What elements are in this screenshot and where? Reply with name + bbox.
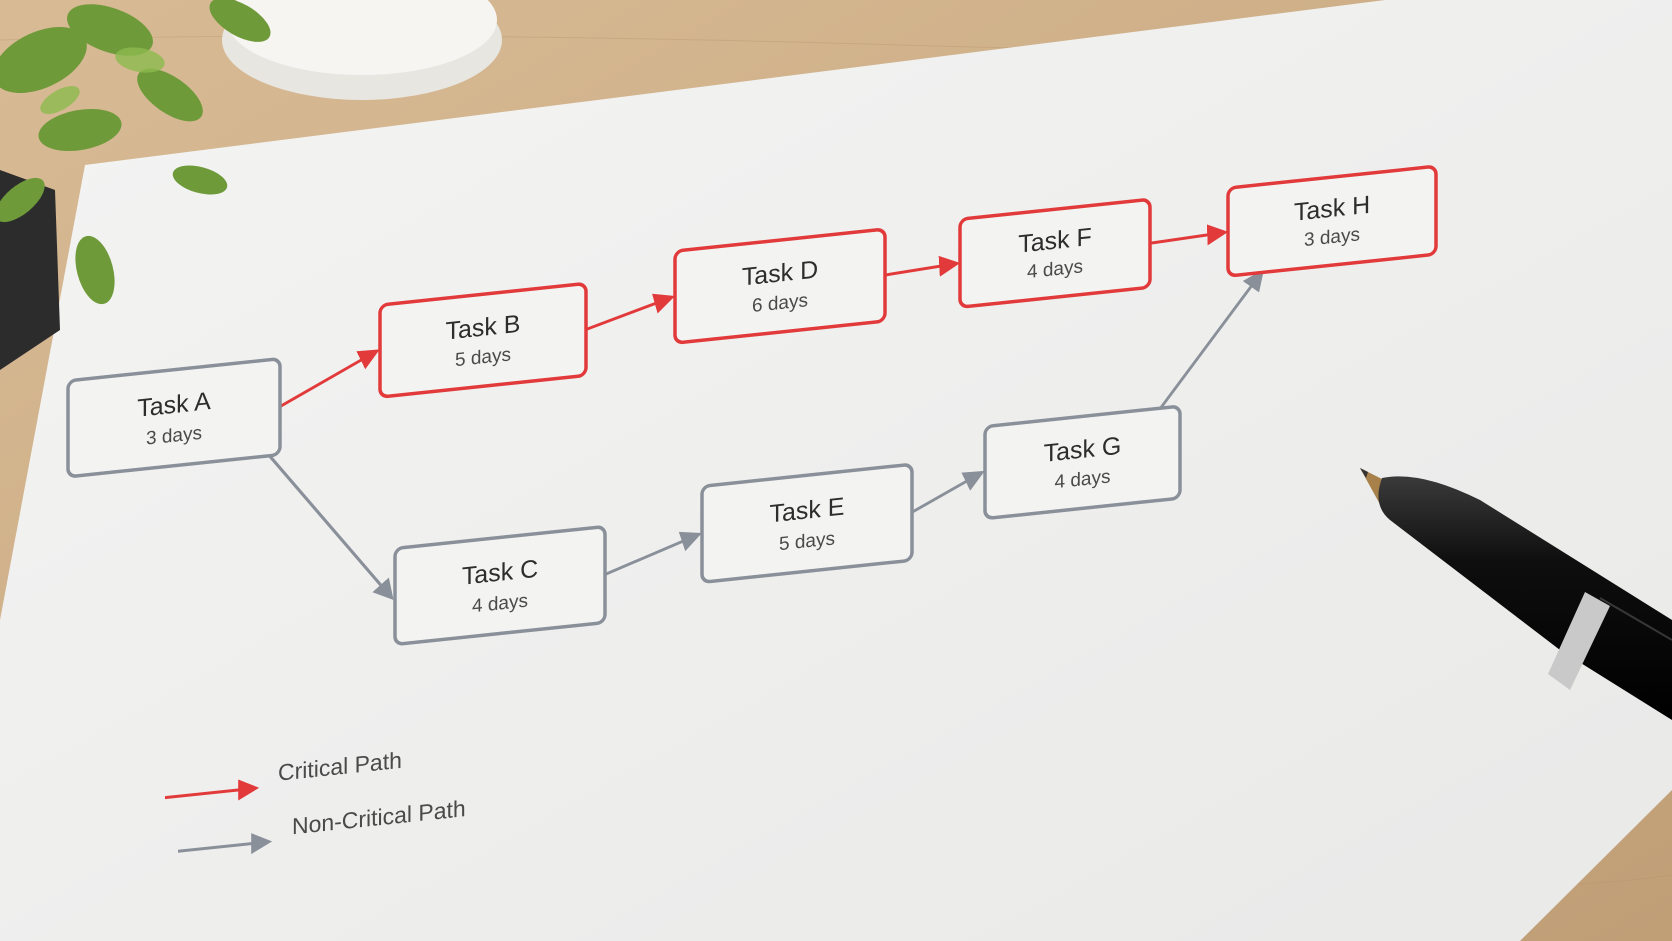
cup [222,0,502,100]
edge-e-to-g [911,470,985,514]
task-node-e: Task E5 days [700,463,914,584]
legend-critical-line [165,779,260,801]
pen [1360,468,1672,720]
legend-non-critical-line [178,833,273,855]
edge-d-to-f [884,255,961,277]
task-box-d [673,228,887,345]
edge-c-to-e [604,531,702,576]
edge-a-to-c [268,454,394,600]
task-box-e [700,463,914,584]
edge-a-to-b [279,349,380,408]
edge-f-to-h [1149,224,1229,246]
edge-g-to-h [1159,269,1265,409]
task-box-h [1226,165,1438,278]
task-box-f [958,198,1152,309]
plant [0,0,271,370]
edge-b-to-d [585,293,676,331]
task-box-c [393,525,607,646]
task-node-b: Task B5 days [378,282,588,399]
edges-layer [268,224,1265,600]
task-box-a [66,357,282,478]
task-node-d: Task D6 days [673,228,887,345]
task-node-c: Task C4 days [393,525,607,646]
task-node-h: Task H3 days [1226,165,1438,278]
task-node-a: Task A3 days [66,357,282,478]
task-node-g: Task G4 days [983,405,1182,520]
task-box-g [983,405,1182,520]
task-node-f: Task F4 days [958,198,1152,309]
task-box-b [378,282,588,399]
